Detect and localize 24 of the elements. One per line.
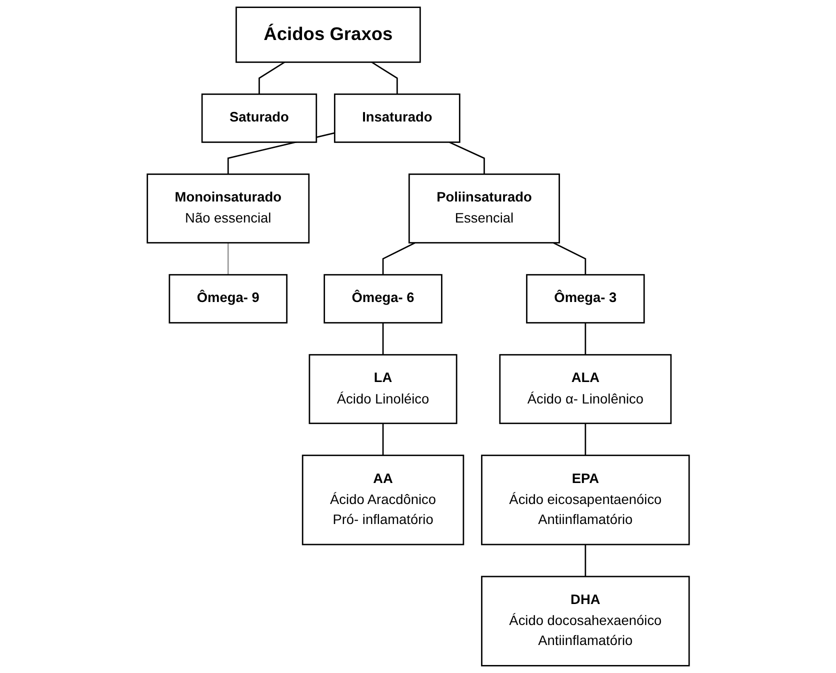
- connector: [552, 242, 586, 275]
- node-box: AA Ácido Aracdônico Pró- inflamatório: [302, 454, 464, 546]
- connector: [258, 62, 285, 94]
- connector: [227, 242, 229, 275]
- node-box: LA Ácido Linoléico: [308, 354, 458, 424]
- node-box: Ômega- 3: [526, 274, 645, 324]
- connector: [382, 423, 384, 456]
- connector: [584, 423, 586, 456]
- node-box: ALA Ácido α- Linolênico: [498, 354, 672, 424]
- node-box: Monoinsaturado Não essencial: [146, 174, 310, 244]
- node-box: Saturado: [201, 94, 317, 143]
- node-box: Insaturado: [334, 94, 460, 143]
- connector: [448, 142, 485, 174]
- connector: [382, 242, 416, 275]
- node-box: DHA Ácido docosahexaenóico Antiinflamatório: [480, 576, 690, 666]
- node-box: Ômega- 6: [323, 274, 442, 324]
- node-box: Ômega- 9: [168, 274, 288, 324]
- connector: [382, 322, 384, 355]
- connector: [584, 322, 586, 355]
- connector: [584, 544, 586, 577]
- connector: [371, 62, 398, 94]
- node-box: Ácidos Graxos: [235, 6, 421, 63]
- node-box: EPA Ácido eicosapentaenóico Antiinflamatório: [480, 454, 690, 546]
- node-box: Poliinsaturado Essencial: [408, 174, 560, 244]
